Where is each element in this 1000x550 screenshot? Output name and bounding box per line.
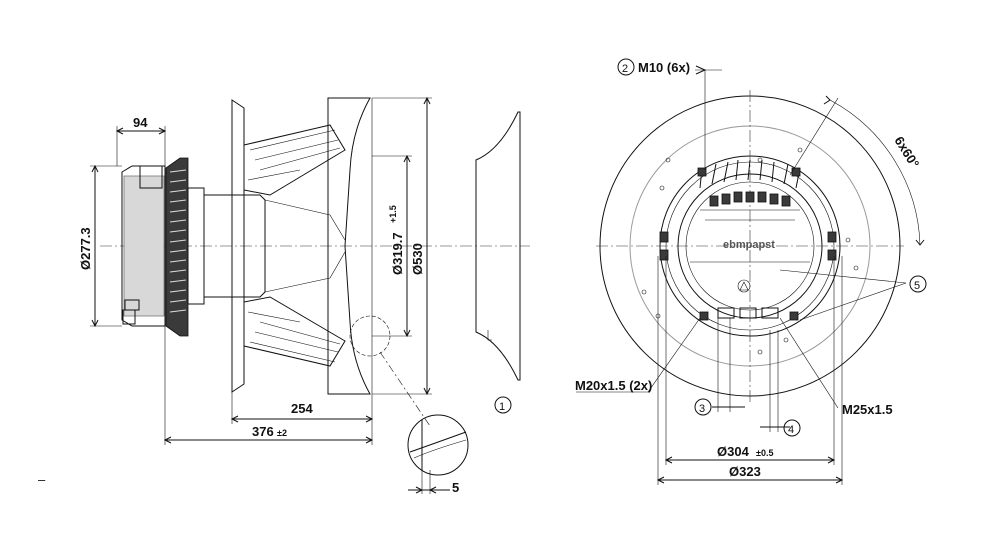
dim-94: 94 bbox=[133, 115, 148, 130]
impeller-lower bbox=[243, 251, 346, 367]
housing-body bbox=[123, 175, 165, 317]
dim-323: Ø323 bbox=[729, 464, 761, 479]
shroud bbox=[327, 97, 371, 395]
dim-277: Ø277.3 bbox=[78, 227, 93, 270]
label-m10: M10 (6x) bbox=[638, 60, 690, 75]
callout-3: 3 bbox=[699, 403, 705, 415]
dim-319: Ø319.7 bbox=[390, 232, 405, 275]
callout-5: 5 bbox=[914, 280, 920, 292]
dim-376-tol: ±2 bbox=[277, 428, 287, 438]
callout-2-circle bbox=[617, 58, 635, 76]
impeller-upper bbox=[243, 124, 346, 241]
dim-304-tol: ±0.5 bbox=[756, 448, 773, 458]
callout-1-circle bbox=[494, 396, 512, 414]
cable-gland bbox=[122, 309, 136, 325]
callout-4: 4 bbox=[788, 424, 794, 436]
dim-304: Ø304 bbox=[717, 444, 750, 459]
dim-5: 5 bbox=[452, 480, 459, 495]
label-m20: M20x1.5 (2x) bbox=[575, 378, 652, 393]
callout-2: 2 bbox=[622, 63, 628, 75]
corner-mark: – bbox=[38, 472, 46, 487]
callout-1: 1 bbox=[499, 401, 505, 413]
dim-530: Ø530 bbox=[410, 243, 425, 275]
callout-3-circle bbox=[694, 398, 712, 416]
side-view bbox=[90, 96, 530, 494]
brand-logo: ebmpapst bbox=[723, 239, 775, 251]
disc-holes bbox=[641, 147, 859, 355]
label-m25: M25x1.5 bbox=[842, 402, 893, 417]
cooling-fins bbox=[165, 157, 189, 337]
label-angle: 6x60° bbox=[891, 134, 922, 171]
housing-top-box bbox=[139, 165, 163, 189]
inlet-nozzle bbox=[475, 111, 521, 381]
terminal-block bbox=[699, 159, 801, 221]
callout-4-circle bbox=[783, 419, 801, 437]
mounting-bolts bbox=[659, 167, 837, 321]
dim-319-tol: +1.5 bbox=[388, 205, 398, 223]
detail-view bbox=[407, 414, 469, 494]
dim-376: 376 bbox=[252, 424, 274, 439]
front-view: ebmpapst bbox=[576, 65, 925, 485]
dim-254: 254 bbox=[291, 401, 313, 416]
callout-5-circle bbox=[909, 275, 927, 293]
lower-connectors bbox=[717, 279, 779, 319]
backplate bbox=[231, 99, 245, 393]
